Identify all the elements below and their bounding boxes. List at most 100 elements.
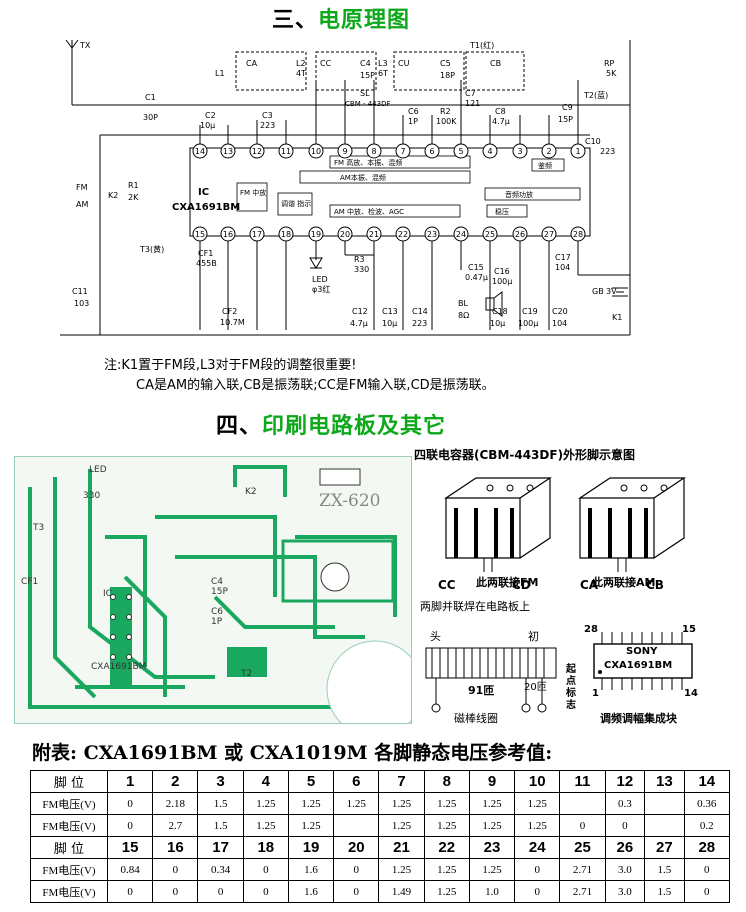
- value-r1: 2K: [128, 193, 139, 202]
- table-cell: 0.3: [604, 792, 646, 815]
- section3-title: 三、电原理图: [272, 8, 411, 33]
- ic-package-diagram: [593, 632, 693, 690]
- label-c6: C6: [408, 107, 419, 116]
- value-r2: 100K: [436, 117, 457, 126]
- label-r2: R2: [440, 107, 451, 116]
- table-cell: 0.2: [683, 814, 731, 837]
- label-cf2: CF2: [222, 307, 237, 316]
- label-c15: C15: [468, 263, 484, 272]
- table-cell: 1.25: [378, 792, 425, 815]
- antenna-icon: [65, 39, 79, 60]
- label-c8: C8: [495, 107, 506, 116]
- value-l3: 6T: [378, 69, 388, 78]
- table-cell: 2.71: [559, 858, 606, 881]
- label-cc: CC: [320, 59, 332, 68]
- cap-label-ca: CA: [580, 578, 599, 592]
- pin-2: 2: [546, 147, 551, 156]
- label-c14: C14: [412, 307, 428, 316]
- table-cell: 12: [604, 770, 646, 793]
- label-cu: CU: [398, 59, 410, 68]
- value-c8: 4.7μ: [492, 117, 510, 126]
- section4-title: 四、印刷电路板及其它: [216, 414, 447, 439]
- pin-18: 18: [281, 230, 291, 239]
- cap-bottom-note: 两脚并联焊在电路板上: [420, 600, 530, 613]
- ic-pin-14-label: 14: [684, 688, 698, 699]
- table-cell: 26: [604, 836, 646, 859]
- ic-caption: 调频调幅集成块: [600, 712, 677, 725]
- pin-19: 19: [311, 230, 321, 239]
- table-cell: 0: [604, 814, 646, 837]
- pcb-label-led: LED: [89, 465, 107, 475]
- pin-label-cell: 脚 位: [30, 770, 108, 793]
- table-cell: 8: [423, 770, 470, 793]
- ic-pin-1-label: 1: [592, 688, 599, 699]
- table-cell: 0: [106, 814, 154, 837]
- value-cf1: 455B: [196, 259, 217, 268]
- table-cell: 1.5: [197, 814, 244, 837]
- pin-17: 17: [252, 230, 262, 239]
- table-cell: 0.36: [683, 792, 731, 815]
- ic-blocks: [236, 155, 581, 218]
- pcb-label-330: 330: [83, 491, 101, 501]
- value-c2: 10μ: [200, 121, 215, 130]
- label-cbm: CBM - 443DF: [345, 100, 390, 108]
- value-l2: 4T: [296, 69, 306, 78]
- coil-diagram: [425, 647, 557, 713]
- pcb-label-ic: IC: [103, 589, 112, 599]
- fm-label-cell: FM电压(V): [30, 858, 108, 881]
- label-ca: CA: [246, 59, 258, 68]
- value-c5: 18P: [440, 71, 455, 80]
- ic-start-mark: 起点标志: [566, 664, 576, 711]
- label-led: LED: [312, 275, 328, 284]
- pin-28: 28: [573, 230, 583, 239]
- value-rp: 5K: [606, 69, 617, 78]
- label-c17: C17: [555, 253, 571, 262]
- table-cell: 1.25: [287, 814, 335, 837]
- table-cell: 2.18: [152, 792, 199, 815]
- table-cell: 1.0: [468, 880, 516, 903]
- cap-label-cd: CD: [512, 578, 531, 592]
- table-cell: 0.84: [106, 858, 154, 881]
- pcb-model-label: ZX-620: [319, 491, 381, 511]
- label-bl: BL: [458, 299, 468, 308]
- pin-15: 15: [195, 230, 205, 239]
- label-r3: R3: [354, 255, 365, 264]
- pcb-label-15p: 15P: [211, 587, 228, 597]
- label-c13: C13: [382, 307, 398, 316]
- pin-7: 7: [400, 147, 405, 156]
- coil-caption: 磁棒线圈: [454, 712, 498, 725]
- value-c12: 4.7μ: [350, 319, 368, 328]
- table-cell: 1.25: [287, 792, 335, 815]
- table-title: 附表: CXA1691BM 或 CXA1019M 各脚静态电压参考值:: [32, 742, 553, 764]
- pcb-label-1p: 1P: [211, 617, 223, 627]
- table-cell: 1.25: [242, 814, 289, 837]
- table-cell: 19: [287, 836, 335, 859]
- pcb-label-ic-model: CXA1691BM: [91, 662, 147, 672]
- pcb-label-cf1: CF1: [21, 577, 39, 587]
- label-fm: FM: [76, 183, 88, 192]
- table-cell: 23: [468, 836, 516, 859]
- table-cell: 0: [242, 858, 289, 881]
- ic-pin-15-label: 15: [682, 624, 696, 635]
- value-c14: 223: [412, 319, 427, 328]
- label-c4: C4: [360, 59, 371, 68]
- variable-capacitors: [235, 51, 525, 91]
- table-cell: 17: [197, 836, 244, 859]
- label-gb: GB: [592, 287, 604, 296]
- pin-21: 21: [369, 230, 379, 239]
- table-cell: 1.25: [423, 880, 470, 903]
- label-t1: T1(红): [469, 40, 494, 50]
- table-cell: 5: [287, 770, 335, 793]
- label-c18: C18: [492, 307, 508, 316]
- note-line-1: 注:K1置于FM段,L3对于FM段的调整很重要!: [104, 358, 357, 373]
- table-cell: 1.25: [378, 858, 425, 881]
- ic-label: IC: [198, 187, 209, 198]
- pin-8: 8: [371, 147, 376, 156]
- value-bl: 8Ω: [458, 311, 469, 320]
- label-c12: C12: [352, 307, 368, 316]
- label-k2: K2: [108, 191, 118, 200]
- table-cell: 0: [197, 880, 244, 903]
- table-cell: 0: [559, 814, 606, 837]
